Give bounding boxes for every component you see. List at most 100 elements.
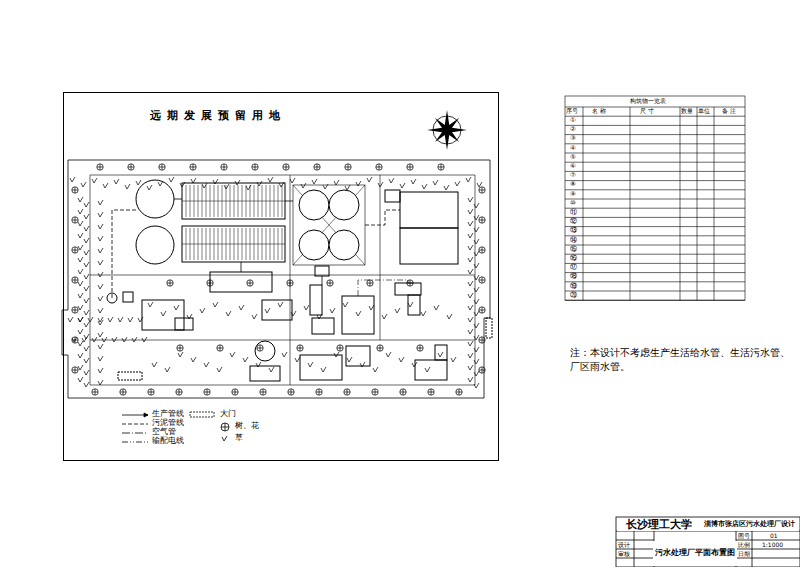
grass-symbol (411, 179, 416, 184)
grass-symbol (474, 371, 479, 376)
tree-symbol (159, 164, 165, 170)
building (385, 190, 400, 202)
row-number: ⑮ (570, 246, 577, 253)
tree-symbol (327, 280, 333, 286)
grass-symbol (92, 178, 97, 183)
grass-symbol (386, 352, 391, 357)
tree-symbol (441, 164, 442, 170)
table-rule (565, 171, 745, 172)
grass-symbol (317, 314, 322, 319)
grass-symbol (282, 352, 287, 357)
grass-symbol (217, 367, 222, 372)
grass-symbol (468, 281, 473, 286)
grass-symbol (425, 367, 430, 372)
tree-symbol (97, 164, 103, 170)
tree-symbol (72, 337, 78, 343)
tree-symbol (337, 345, 343, 351)
grass-symbol (98, 308, 103, 313)
grass-symbol (474, 383, 479, 388)
tree-symbol (148, 389, 154, 395)
row-number: ⑳ (570, 292, 577, 299)
grass-symbol (98, 317, 103, 322)
tree-symbol (431, 389, 432, 395)
production-pipe (112, 210, 136, 298)
grass-symbol (295, 357, 300, 362)
tree-symbol (72, 187, 78, 193)
tree-symbol (247, 280, 253, 286)
grass-symbol (278, 302, 283, 307)
grass-symbol (468, 293, 473, 298)
grass-symbol (98, 212, 103, 217)
tree-symbol (344, 389, 350, 395)
pipe (293, 185, 365, 265)
sludge-pipe (365, 210, 400, 225)
tree-symbol (479, 187, 485, 193)
grass-symbol (152, 362, 157, 367)
building (142, 300, 184, 330)
grass-symbol (455, 181, 460, 186)
grass-symbol (191, 357, 196, 362)
grass-symbol (474, 287, 479, 292)
grass-symbol (433, 180, 438, 185)
grass-symbol (474, 311, 479, 316)
tree-symbol (75, 187, 76, 193)
grass-symbol (468, 365, 473, 370)
tree-symbol (348, 164, 349, 170)
grass-symbol (108, 317, 113, 322)
grass-symbol (269, 367, 274, 372)
tree-symbol (316, 389, 322, 395)
grass-symbol (78, 365, 83, 370)
title-block-text: 图号 (738, 533, 750, 540)
table-rule (714, 107, 715, 300)
grass-symbol (78, 209, 83, 214)
table-rule (630, 107, 631, 300)
tree-symbol (376, 164, 382, 170)
tree-symbol (376, 164, 382, 170)
grass-symbol (78, 281, 83, 286)
tree-symbol (257, 345, 263, 351)
tree-symbol (72, 277, 78, 283)
title-block-text: 日期 (738, 551, 750, 558)
grass-symbol (103, 183, 108, 188)
table-rule (583, 107, 584, 300)
grass-symbol (474, 215, 479, 220)
grass-symbol (367, 177, 372, 182)
grass-symbol (148, 302, 153, 307)
grass-symbol (98, 236, 103, 241)
tree-symbol (193, 164, 194, 170)
grass-symbol (98, 200, 103, 205)
tree-symbol (479, 187, 485, 193)
table-rule (565, 134, 745, 135)
road (90, 275, 475, 276)
grass-symbol (224, 184, 229, 189)
grass-symbol (468, 257, 473, 262)
legend-text: 草 (235, 434, 243, 442)
tree-symbol (456, 389, 462, 395)
grass-sample (222, 436, 227, 441)
title-block-grid (616, 517, 800, 567)
tree-symbol (120, 389, 126, 395)
tree-symbol (314, 164, 320, 170)
building (250, 366, 280, 381)
tree-symbol (286, 164, 287, 170)
tree-symbol (297, 345, 303, 351)
tree-symbol (75, 277, 76, 283)
air-pipe-sample (122, 433, 148, 434)
grass-symbol (451, 357, 456, 362)
table-frame (565, 96, 745, 300)
tree-symbol (72, 247, 78, 253)
tree-symbol (123, 389, 124, 395)
title-block-text: 1:1000 (762, 542, 783, 549)
tree-symbol (300, 345, 301, 351)
clarifier (136, 226, 174, 264)
grass-symbol (98, 356, 103, 361)
grass-symbol (213, 302, 218, 307)
table-rule (565, 281, 745, 282)
tree-symbol (72, 247, 78, 253)
tree-symbol (479, 277, 485, 283)
grass-symbol (78, 269, 83, 274)
tree-symbol (92, 389, 98, 395)
row-number: ⑥ (570, 163, 576, 170)
table-rule (565, 116, 745, 117)
table-header: 单位 (698, 108, 710, 115)
